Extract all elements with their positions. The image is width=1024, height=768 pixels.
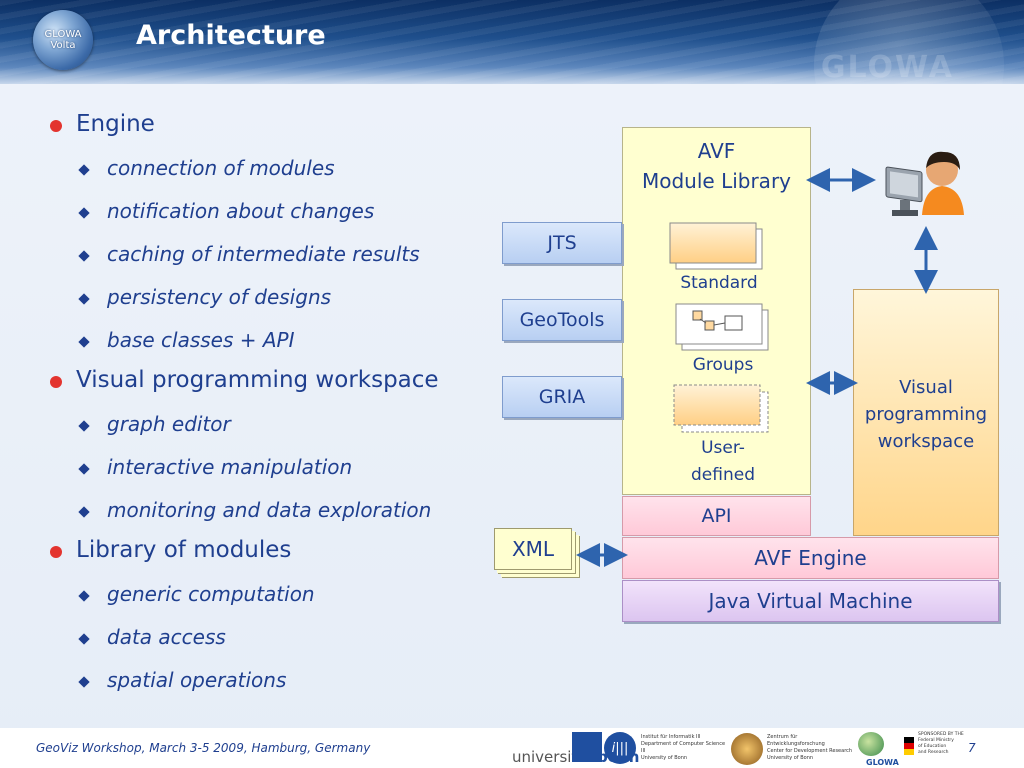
user-defined-line2: defined: [691, 465, 755, 485]
bonn-emblem-icon: [572, 732, 602, 762]
visual-workspace-box: Visual programming workspace: [853, 289, 999, 536]
inst-line1: Institut für Informatik III: [641, 734, 701, 740]
user-defined-line1: User-: [701, 438, 745, 458]
bmbf-text: SPONSORED BY THE Federal Ministry of Edu…: [918, 732, 968, 756]
zef-line3: University of Bonn: [767, 755, 814, 761]
gria-box: GRIA: [502, 376, 622, 418]
header-banner: GLOWA GLOWA Volta Architecture: [0, 0, 1024, 84]
user-defined-module-icon: [673, 384, 769, 433]
sub-bullet: connection of modules: [107, 156, 335, 180]
bmbf-line3: and Research: [918, 750, 949, 755]
header-wave: [0, 0, 1024, 84]
bullet-workspace: Visual programming workspace: [76, 367, 439, 393]
sub-bullet: generic computation: [107, 582, 315, 606]
sub-bullet: data access: [107, 625, 226, 649]
inst-line2: Department of Computer Science III: [641, 741, 726, 754]
bullet-engine: Engine: [76, 111, 155, 137]
footer-text: GeoViz Workshop, March 3-5 2009, Hamburg…: [36, 741, 371, 755]
sub-bullet: caching of intermediate results: [107, 242, 420, 266]
inst-line3: University of Bonn: [641, 755, 688, 761]
user-defined-label: User- defined: [672, 435, 774, 489]
bmbf-line2: of Education: [918, 744, 947, 749]
api-box: API: [622, 496, 811, 536]
footer-bar: [0, 728, 1024, 768]
bullet-dot-icon: [50, 376, 62, 388]
sub-bullet: base classes + API: [107, 328, 295, 352]
bmbf-line0: SPONSORED BY THE: [918, 732, 964, 737]
workspace-line3: workspace: [877, 431, 975, 452]
sub-bullet: interactive manipulation: [107, 455, 353, 479]
bullet-library: Library of modules: [76, 537, 292, 563]
zef-logo-icon: [731, 733, 763, 765]
library-title-line2: Module Library: [641, 169, 791, 193]
sub-bullet: persistency of designs: [107, 285, 332, 309]
standard-module-icon: [669, 222, 763, 270]
bullet-dot-icon: [50, 546, 62, 558]
informatik-text: Institut für Informatik III Department o…: [641, 734, 731, 762]
glowa-logo-icon: [858, 732, 884, 756]
page-number: 7: [968, 741, 976, 755]
bullet-dot-icon: [50, 120, 62, 132]
header-watermark: GLOWA: [820, 50, 954, 84]
glowa-volta-logo: GLOWA Volta: [33, 10, 93, 70]
xml-box: XML: [494, 528, 572, 570]
jvm-box: Java Virtual Machine: [622, 580, 999, 622]
zef-line2: Center for Development Research: [767, 748, 853, 754]
workspace-line2: programming: [864, 404, 988, 425]
sub-bullet: notification about changes: [107, 199, 375, 223]
library-title-line1: AVF: [697, 139, 736, 163]
geotools-box: GeoTools: [502, 299, 622, 341]
groups-label: Groups: [692, 355, 754, 375]
logo-text-line1: GLOWA: [44, 29, 82, 40]
sub-bullet: graph editor: [107, 412, 231, 436]
jts-box: JTS: [502, 222, 622, 264]
user-computer-icon: [885, 151, 964, 216]
module-library-title: AVF Module Library: [622, 136, 811, 196]
logo-text-line2: Volta: [50, 40, 76, 51]
module-icons: [669, 222, 769, 433]
globe-watermark-icon: [814, 0, 1004, 84]
sub-bullet: spatial operations: [107, 668, 287, 692]
glowa-text: GLOWA: [866, 758, 899, 767]
page-title: Architecture: [136, 20, 326, 51]
zef-line1: Zentrum für Entwicklungsforschung: [767, 734, 825, 747]
workspace-line1: Visual: [899, 377, 953, 398]
standard-label: Standard: [680, 273, 758, 293]
zef-text: Zentrum für Entwicklungsforschung Center…: [767, 734, 853, 762]
groups-module-icon: [675, 303, 769, 351]
sub-bullet: monitoring and data exploration: [107, 498, 432, 522]
informatik-logo-icon: i|||: [604, 732, 636, 764]
bmbf-line1: Federal Ministry: [918, 738, 954, 743]
german-flag-icon: [904, 737, 914, 755]
avf-engine-box: AVF Engine: [622, 537, 999, 579]
